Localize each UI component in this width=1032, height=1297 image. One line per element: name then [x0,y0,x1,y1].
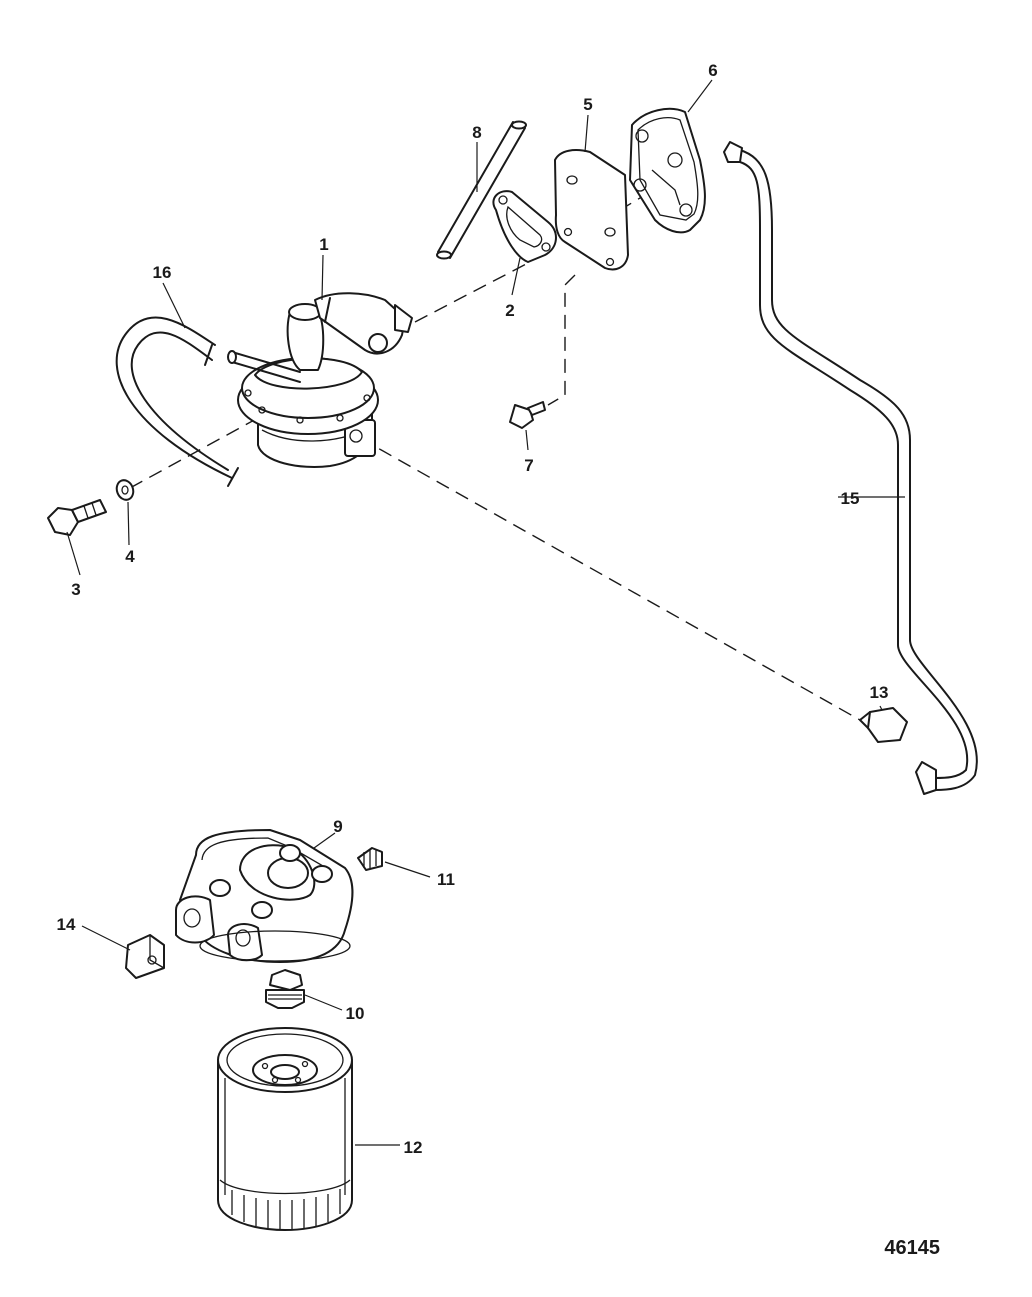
threaded-adapter-part [265,969,305,1009]
washer-part [115,479,135,501]
pump-plate-part [629,107,706,234]
fuel-filter-part [217,1027,353,1231]
callout-2: 2 [505,301,514,320]
callout-10: 10 [346,1004,365,1023]
drain-plug-part [125,934,165,979]
plug-part-11 [357,847,383,871]
callout-15: 15 [841,489,860,508]
callout-14: 14 [57,915,76,934]
callout-labels: 1 2 3 4 5 6 7 8 9 10 11 12 13 14 15 16 [57,61,889,1157]
push-rod-part [436,120,527,260]
fuel-hose-part [115,316,239,487]
callout-1: 1 [319,235,328,254]
mounting-plate-part [554,149,629,271]
fuel-pump-part [227,292,413,468]
assembly-lines [129,191,861,721]
bolt-part [47,499,107,536]
callout-7: 7 [524,456,533,475]
callout-13: 13 [870,683,889,702]
connector-fitting-part [859,707,908,743]
callout-6: 6 [708,61,717,80]
callout-12: 12 [404,1138,423,1157]
diagram-reference-number: 46145 [884,1237,940,1259]
fuel-line-part [723,141,978,795]
callout-11: 11 [437,870,455,889]
callout-16: 16 [153,263,172,282]
leader-lines [66,79,905,1146]
gasket-part [492,190,557,263]
screw-part-7 [509,401,546,429]
filter-head-part [175,829,354,963]
callout-4: 4 [125,547,135,566]
callout-9: 9 [333,817,342,836]
callout-5: 5 [583,95,592,114]
callout-8: 8 [472,123,481,142]
callout-3: 3 [71,580,80,599]
